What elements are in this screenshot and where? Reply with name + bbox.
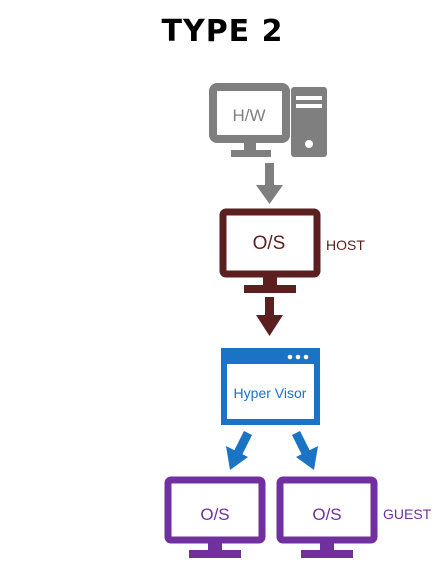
hypervisor-label: Hyper Visor <box>234 385 307 401</box>
window-dot-icon <box>303 354 309 360</box>
hypervisor-window: Hyper Visor <box>221 348 320 425</box>
hardware-computer-icon: H/W <box>209 83 327 157</box>
hardware-monitor-screen <box>209 83 290 143</box>
hardware-monitor-base <box>231 150 271 157</box>
host-os-label: O/S <box>253 233 286 254</box>
guest-os-monitor-1: O/S <box>164 476 266 558</box>
host-label: HOST <box>326 237 365 253</box>
hardware-label: H/W <box>232 106 265 125</box>
arrow-hypervisor-to-guest-2 <box>291 430 318 470</box>
window-dot-icon <box>295 354 301 360</box>
arrow-host-to-hypervisor <box>256 297 283 336</box>
guest-label: GUEST <box>383 506 432 522</box>
guest-os-label-1: O/S <box>200 505 229 524</box>
arrow-hypervisor-to-guest-1 <box>226 430 253 470</box>
host-os-monitor: O/S <box>219 208 321 293</box>
hardware-monitor-neck <box>244 143 256 151</box>
window-dot-icon <box>287 354 293 360</box>
arrow-hw-to-host <box>256 163 283 204</box>
tower-icon <box>291 87 327 157</box>
diagram-title: TYPE 2 <box>161 14 284 49</box>
guest-os-label-2: O/S <box>312 505 341 524</box>
guest-os-monitor-2: O/S <box>276 476 378 558</box>
host-monitor-screen <box>219 208 321 278</box>
